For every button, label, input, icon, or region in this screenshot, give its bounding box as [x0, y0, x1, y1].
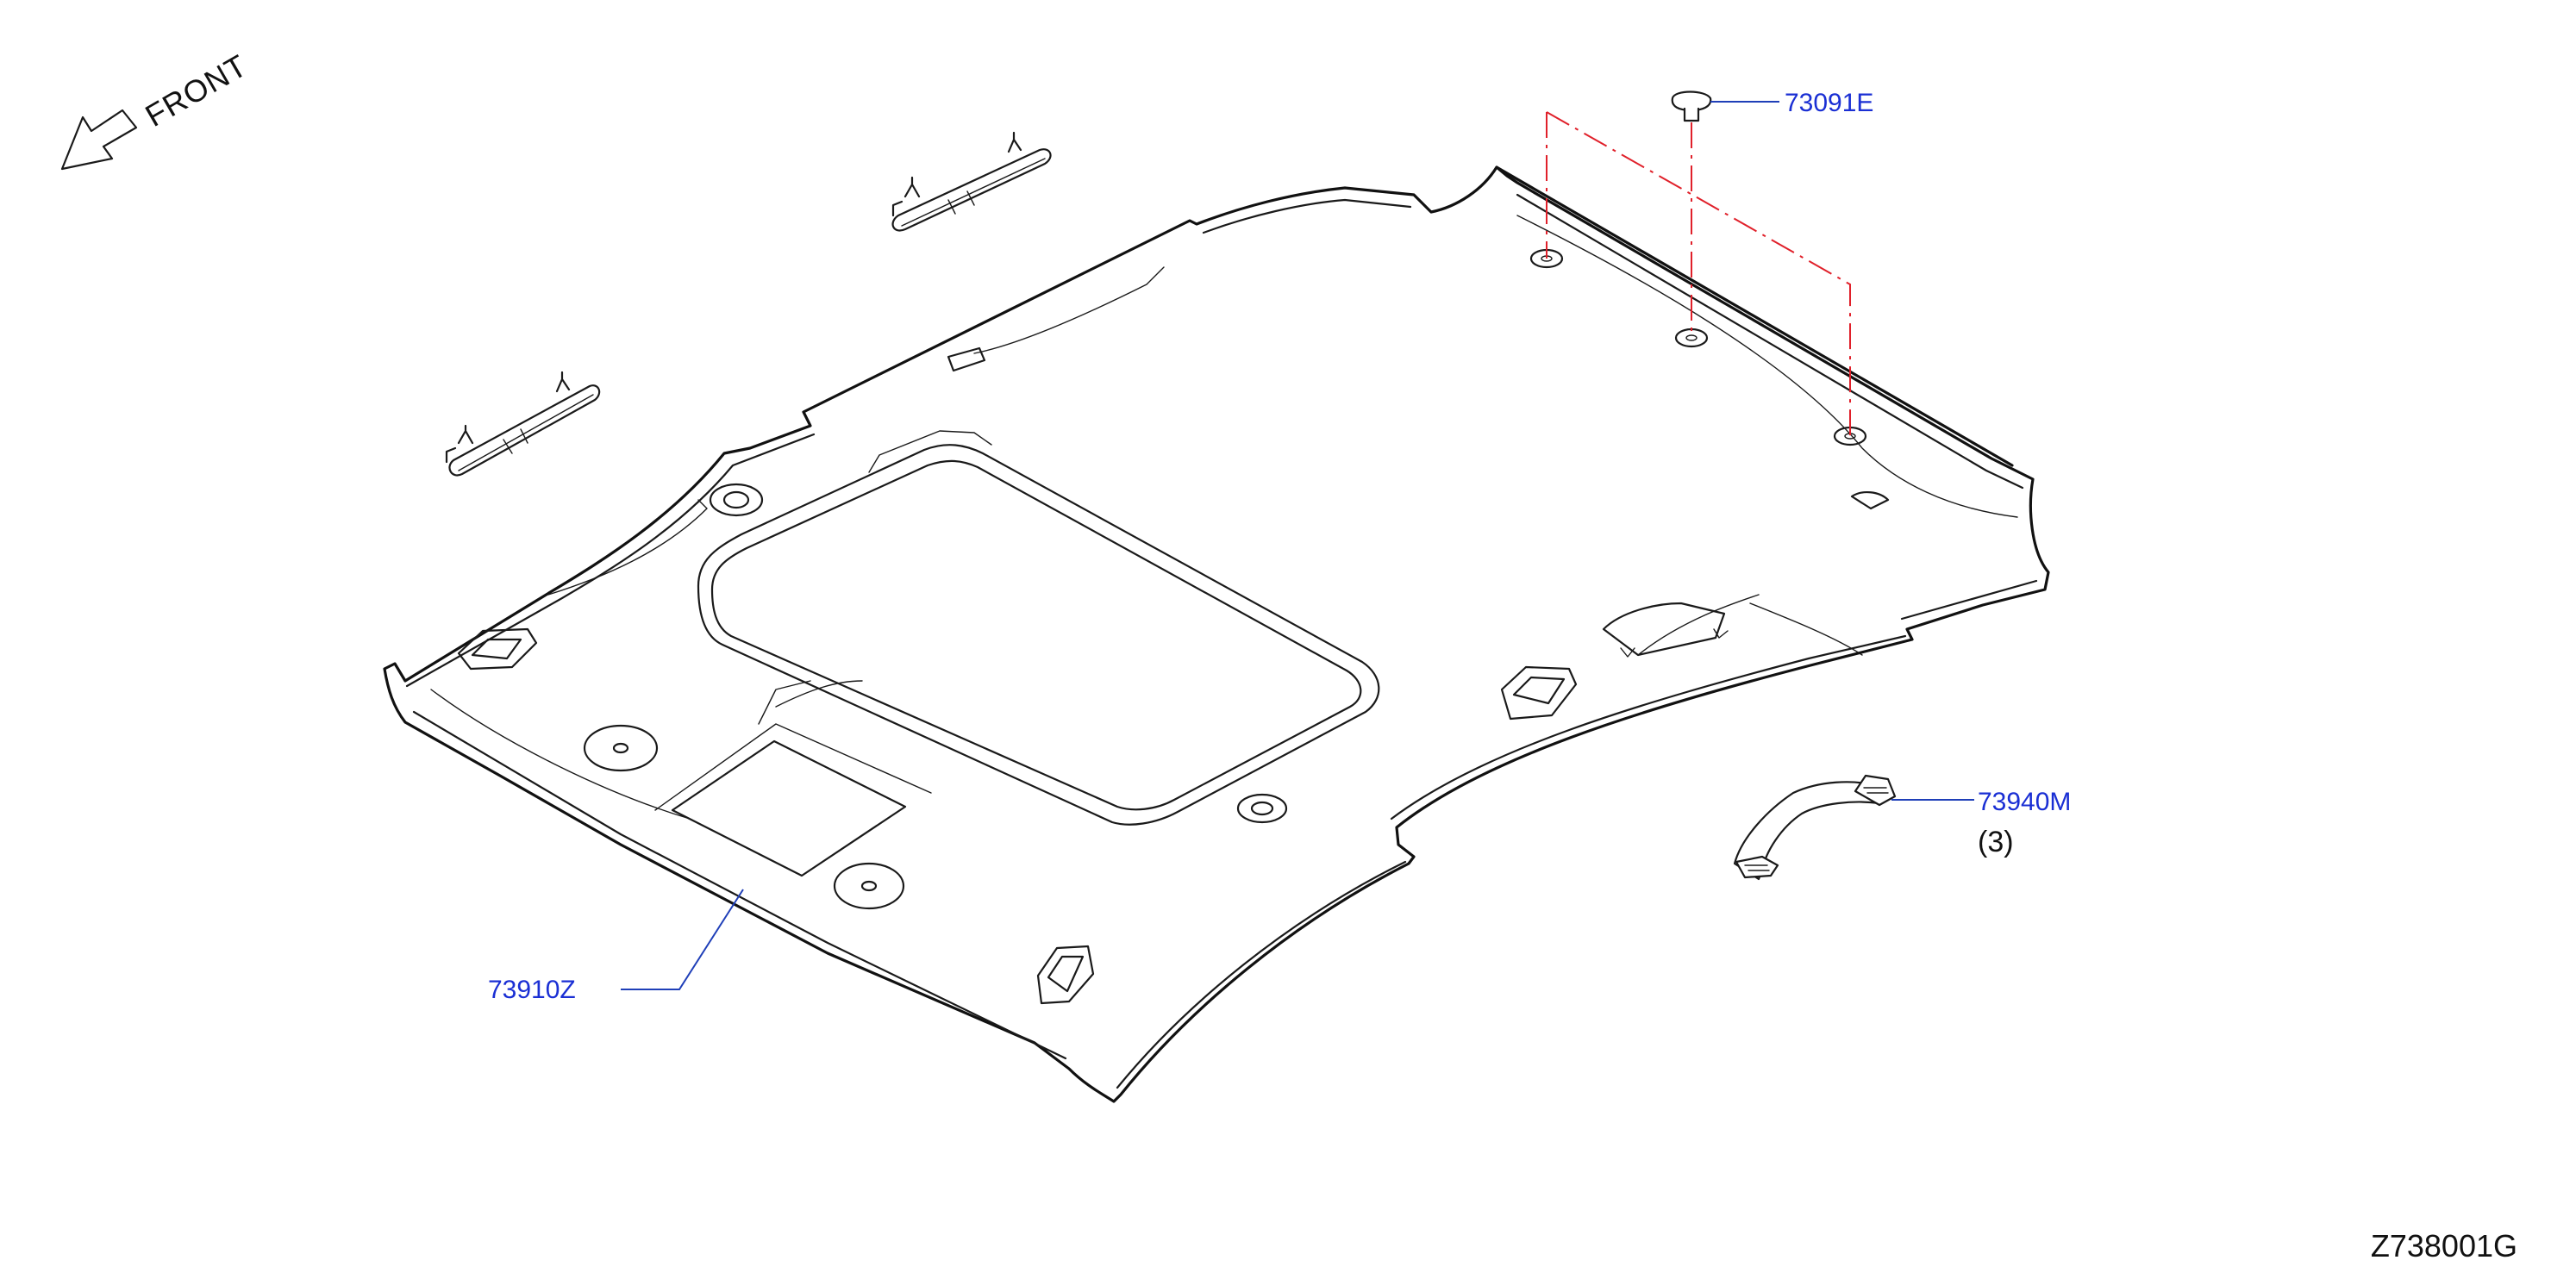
front-direction-indicator: FRONT: [60, 47, 253, 171]
front-arrow-icon: [60, 109, 138, 171]
assist-grip-rear: [891, 131, 1052, 232]
assist-grip-front: [445, 371, 601, 477]
clip-pad-1: [583, 724, 659, 772]
clip-pad-3: [709, 483, 764, 517]
clip-pad-2: [833, 862, 905, 910]
part-label-73091E: 73091E: [1785, 89, 1873, 117]
assist-grip-73940M: [1733, 774, 1897, 881]
leader-73910Z: [621, 889, 744, 990]
clip-pad-4: [1236, 793, 1288, 824]
part-label-73940M: 73940M: [1978, 788, 2071, 816]
part-qty-73940M: (3): [1978, 826, 2014, 858]
clip-centerline: [1546, 111, 1851, 436]
drawing-code: Z738001G: [2371, 1228, 2517, 1263]
clip-73091E: [1671, 90, 1712, 122]
headliner-73910Z: [383, 165, 2050, 1103]
part-label-73910Z: 73910Z: [488, 976, 576, 1004]
front-label: FRONT: [140, 47, 253, 134]
